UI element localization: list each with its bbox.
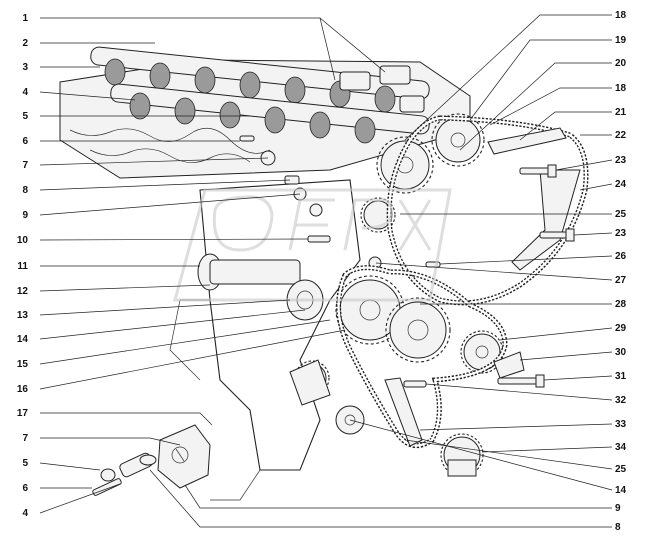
callout-right: 18: [615, 83, 627, 94]
callout-left: 6: [22, 136, 28, 147]
callout-left: 5: [22, 458, 28, 469]
tensioner-housing: [157, 424, 211, 489]
callout-right: 8: [615, 522, 621, 533]
balance-shaft: [197, 253, 324, 321]
callout-left: 2: [22, 38, 28, 49]
callout-left: 7: [22, 433, 28, 444]
callout-left: 9: [22, 210, 28, 221]
callout-right: 31: [615, 371, 627, 382]
callout-right: 18: [615, 10, 627, 21]
chain-tensioner-arm: [511, 169, 581, 271]
callout-right: 21: [615, 107, 627, 118]
bracket-plate: [493, 351, 525, 379]
leader-lines: [39, 14, 613, 528]
callout-right: 25: [615, 209, 627, 220]
callout-left: 7: [22, 160, 28, 171]
lower-timing-chain: [336, 265, 508, 449]
callout-left: 13: [17, 310, 29, 321]
upper-timing-chain: [386, 115, 589, 306]
callout-right: 20: [615, 58, 627, 69]
crankshaft-gear: [440, 433, 484, 477]
callout-left: 6: [22, 483, 28, 494]
callout-right: 9: [615, 503, 621, 514]
callout-right: 19: [615, 35, 627, 46]
watermark-logo: [173, 188, 452, 302]
camshaft-lower: [110, 83, 430, 144]
callout-right: 32: [615, 395, 627, 406]
callout-left: 4: [22, 87, 28, 98]
callout-left: 15: [17, 359, 29, 370]
callout-right: 22: [615, 130, 627, 141]
callout-left: 8: [22, 185, 28, 196]
left-callouts: 1 2 3 4 5 6 7 8 9 10 11 12 13 14 15 16 1…: [17, 13, 29, 519]
chain-guide-upper: [487, 127, 567, 155]
callout-right: 27: [615, 275, 627, 286]
callout-right: 34: [615, 442, 627, 453]
callout-right: 14: [615, 485, 627, 496]
right-callouts: 18 19 20 18 21 22 23 24 25 23 26 27 28 2…: [615, 10, 627, 533]
callout-left: 14: [17, 334, 29, 345]
callout-left: 4: [22, 508, 28, 519]
callout-left: 11: [17, 261, 28, 272]
callout-right: 23: [615, 155, 627, 166]
callout-right: 24: [615, 179, 627, 190]
callout-left: 10: [17, 235, 29, 246]
tensioner-plunger: [289, 359, 331, 406]
callout-left: 17: [17, 408, 29, 419]
callout-right: 28: [615, 299, 627, 310]
callout-left: 5: [22, 111, 28, 122]
callout-left: 12: [17, 286, 29, 297]
callout-right: 23: [615, 228, 627, 239]
callout-left: 1: [22, 13, 28, 24]
lower-chain-guide: [384, 377, 423, 447]
callout-left: 3: [22, 62, 28, 73]
callout-right: 26: [615, 251, 627, 262]
crankshaft-sprocket-large: [385, 297, 451, 363]
tensioner-plunger-parts: [92, 452, 157, 496]
bearing-caps: [339, 65, 425, 113]
callout-right: 33: [615, 419, 627, 430]
callout-right: 25: [615, 464, 627, 475]
callout-right: 29: [615, 323, 627, 334]
callout-left: 16: [17, 384, 29, 395]
callout-right: 30: [615, 347, 627, 358]
